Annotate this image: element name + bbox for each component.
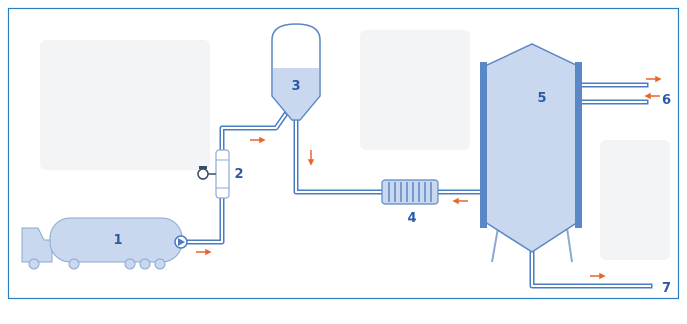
flow-arrow-icon [644, 92, 660, 100]
vessel-jacket-right [575, 62, 582, 228]
label-heat-exchanger: 4 [407, 211, 416, 226]
flow-arrow-icon [452, 197, 468, 205]
exchanger-plates [388, 182, 432, 202]
flow-arrow-icon [646, 75, 662, 83]
label-side-ports: 6 [662, 93, 671, 108]
tank-liquid [273, 68, 319, 119]
flow-arrow-icon [307, 150, 315, 166]
vessel-legs [491, 227, 573, 263]
label-storage-tank: 3 [291, 79, 300, 94]
label-outlet: 7 [662, 281, 671, 296]
pipe-flowmeter-to-tank [219, 111, 289, 153]
truck-cab [21, 227, 53, 263]
flowmeter-gauge-icon [197, 166, 216, 180]
process-vessel: 5 [480, 43, 582, 263]
truck-wheels [28, 258, 166, 270]
flowmeter-body [215, 149, 230, 199]
vessel-shell [484, 43, 579, 253]
flow-arrows [196, 75, 662, 280]
pump-icon [174, 235, 188, 249]
pipe-truck-to-flowmeter [184, 195, 225, 245]
exchanger-body [381, 179, 439, 205]
diagram-frame [7, 7, 680, 300]
flow-arrow-icon [250, 136, 266, 144]
vessel-jacket-left [480, 62, 487, 228]
tanker-truck: 1 [21, 217, 183, 270]
flowmeter: 2 [197, 149, 244, 199]
label-vessel: 5 [537, 91, 546, 106]
heat-exchanger: 4 [381, 179, 439, 226]
label-truck: 1 [113, 233, 122, 248]
label-flowmeter: 2 [234, 167, 243, 182]
flow-arrow-icon [196, 248, 212, 256]
storage-tank: 3 [271, 23, 321, 121]
background-shapes [40, 30, 670, 260]
flow-arrow-icon [590, 272, 606, 280]
